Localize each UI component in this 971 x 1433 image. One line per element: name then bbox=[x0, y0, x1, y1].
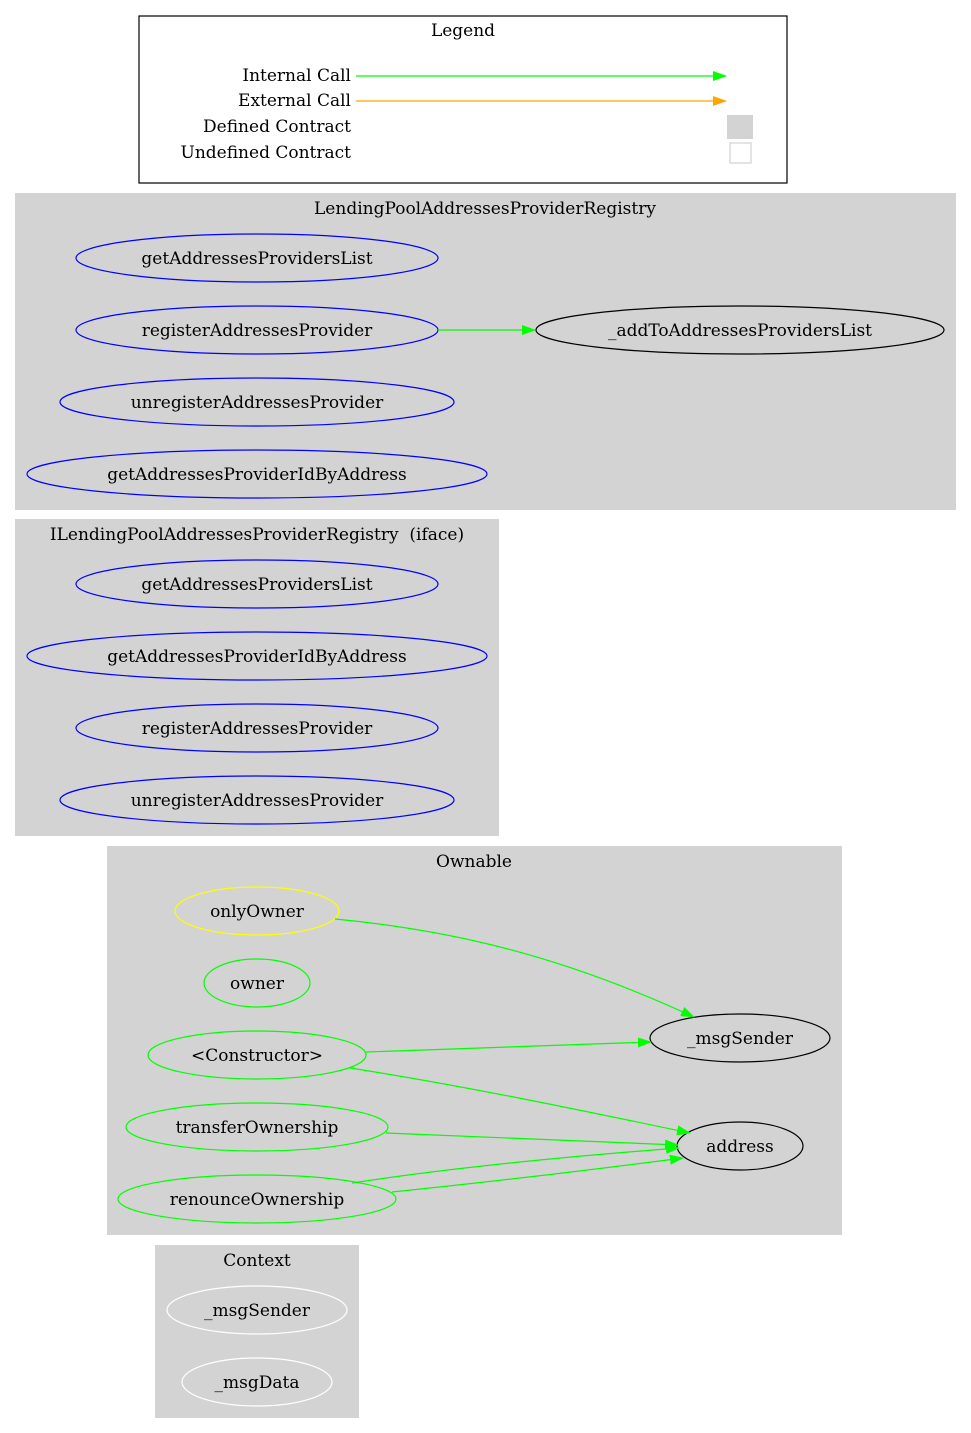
legend-undefined-contract-label: Undefined Contract bbox=[181, 143, 352, 163]
svg-text:registerAddressesProvider: registerAddressesProvider bbox=[142, 321, 373, 341]
node-context-msg-data: _msgData bbox=[181, 1357, 333, 1407]
svg-text:getAddressesProviderIdByAddres: getAddressesProviderIdByAddress bbox=[107, 647, 407, 667]
node-ownable-renounce-ownership: renounceOwnership bbox=[117, 1174, 397, 1224]
cluster-context-title: Context bbox=[223, 1251, 291, 1271]
node-ownable-constructor: <Constructor> bbox=[147, 1030, 367, 1080]
cluster-lending-pool-addresses-provider-registry: LendingPoolAddressesProviderRegistry get… bbox=[15, 193, 956, 510]
cluster-iregistry-title: ILendingPoolAddressesProviderRegistry (i… bbox=[50, 525, 464, 545]
svg-text:_msgSender: _msgSender bbox=[687, 1029, 794, 1049]
svg-text:owner: owner bbox=[230, 974, 285, 994]
node-registry-get-addresses-provider-id-by-address: getAddressesProviderIdByAddress bbox=[26, 449, 488, 499]
edge-renounce-ownership-to-address-1 bbox=[351, 1143, 680, 1184]
node-iregistry-get-addresses-provider-id-by-address: getAddressesProviderIdByAddress bbox=[26, 631, 488, 681]
cluster-ownable-title: Ownable bbox=[436, 852, 512, 872]
legend: Legend Internal Call External Call Defin… bbox=[138, 15, 788, 184]
node-iregistry-register-addresses-provider: registerAddressesProvider bbox=[75, 703, 439, 753]
cluster-ilending-pool-addresses-provider-registry: ILendingPoolAddressesProviderRegistry (i… bbox=[15, 519, 499, 836]
svg-text:getAddressesProviderIdByAddres: getAddressesProviderIdByAddress bbox=[107, 465, 407, 485]
cluster-context-background bbox=[155, 1245, 359, 1418]
svg-text:unregisterAddressesProvider: unregisterAddressesProvider bbox=[131, 393, 384, 413]
svg-text:_msgData: _msgData bbox=[215, 1373, 300, 1393]
cluster-ownable-background bbox=[107, 846, 842, 1235]
node-ownable-only-owner: onlyOwner bbox=[174, 886, 340, 936]
node-registry-unregister-addresses-provider: unregisterAddressesProvider bbox=[59, 377, 455, 427]
cluster-iregistry-background bbox=[15, 519, 499, 836]
svg-text:onlyOwner: onlyOwner bbox=[210, 902, 305, 922]
cluster-registry-title: LendingPoolAddressesProviderRegistry bbox=[314, 199, 656, 219]
svg-text:address: address bbox=[706, 1137, 774, 1157]
node-iregistry-unregister-addresses-provider: unregisterAddressesProvider bbox=[59, 775, 455, 825]
cluster-ownable: Ownable onlyOwner owner <Constructor> tr… bbox=[107, 846, 842, 1235]
svg-text:transferOwnership: transferOwnership bbox=[176, 1118, 339, 1138]
node-registry-add-to-addresses-providers-list: _addToAddressesProvidersList bbox=[535, 305, 945, 355]
legend-undefined-contract-swatch bbox=[729, 142, 752, 164]
node-registry-get-addresses-providers-list: getAddressesProvidersList bbox=[75, 233, 439, 283]
svg-text:<Constructor>: <Constructor> bbox=[191, 1046, 323, 1066]
svg-text:getAddressesProvidersList: getAddressesProvidersList bbox=[141, 575, 372, 595]
edge-constructor-to-msg-sender bbox=[365, 1037, 652, 1053]
legend-internal-call-label: Internal Call bbox=[242, 66, 351, 86]
svg-text:_msgSender: _msgSender bbox=[204, 1301, 311, 1321]
edge-only-owner-to-msg-sender bbox=[334, 918, 695, 1018]
cluster-registry-background bbox=[15, 193, 956, 510]
node-ownable-owner: owner bbox=[203, 958, 311, 1008]
legend-title: Legend bbox=[431, 21, 495, 41]
node-context-msg-sender: _msgSender bbox=[166, 1285, 348, 1335]
svg-text:registerAddressesProvider: registerAddressesProvider bbox=[142, 719, 373, 739]
node-ownable-transfer-ownership: transferOwnership bbox=[125, 1102, 389, 1152]
edge-constructor-to-address bbox=[349, 1067, 691, 1136]
edge-renounce-ownership-to-address-2 bbox=[391, 1154, 684, 1193]
svg-text:_addToAddressesProvidersList: _addToAddressesProvidersList bbox=[608, 321, 872, 341]
legend-defined-contract-swatch bbox=[727, 115, 753, 139]
edge-transfer-ownership-to-address bbox=[385, 1132, 679, 1150]
legend-defined-contract-label: Defined Contract bbox=[203, 117, 351, 137]
legend-box bbox=[138, 15, 788, 184]
cluster-context: Context _msgSender _msgData bbox=[155, 1245, 359, 1418]
legend-external-call-label: External Call bbox=[238, 91, 351, 111]
svg-text:getAddressesProvidersList: getAddressesProvidersList bbox=[141, 249, 372, 269]
svg-text:renounceOwnership: renounceOwnership bbox=[170, 1190, 345, 1210]
svg-text:unregisterAddressesProvider: unregisterAddressesProvider bbox=[131, 791, 384, 811]
node-iregistry-get-addresses-providers-list: getAddressesProvidersList bbox=[75, 559, 439, 609]
